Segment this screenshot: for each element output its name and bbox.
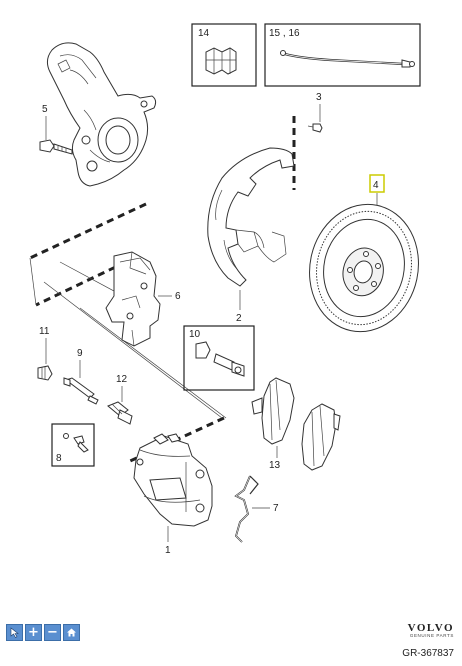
callout-6: 6 bbox=[175, 291, 181, 302]
brand-logo-text: VOLVO bbox=[407, 622, 454, 634]
cursor-icon bbox=[10, 627, 19, 638]
part-7[interactable]: 7 bbox=[234, 475, 279, 543]
caliper-bracket-part-6 bbox=[105, 251, 161, 347]
part-1[interactable]: 1 bbox=[133, 433, 213, 556]
viewer-toolbar: + − bbox=[6, 624, 80, 641]
guide-bolt-part-9 bbox=[63, 377, 99, 405]
part-4[interactable]: 4 bbox=[298, 174, 430, 342]
select-tool-button[interactable] bbox=[6, 624, 23, 641]
brake-caliper-part-1 bbox=[133, 433, 213, 527]
part-15-16-box[interactable]: 15 , 16 bbox=[264, 23, 421, 87]
callout-7: 7 bbox=[273, 503, 279, 514]
part-9[interactable]: 9 bbox=[63, 348, 99, 405]
callout-12: 12 bbox=[116, 374, 128, 385]
callout-1: 1 bbox=[165, 545, 171, 556]
wear-sensor-part-15-16 bbox=[280, 50, 415, 68]
part-3[interactable]: 3 bbox=[307, 92, 323, 133]
home-button[interactable] bbox=[63, 624, 80, 641]
part-10-box[interactable]: 10 bbox=[183, 325, 255, 391]
bushing-part-12 bbox=[107, 401, 133, 425]
anti-rattle-spring-part-7 bbox=[234, 475, 259, 543]
part-6[interactable]: 6 bbox=[105, 251, 181, 347]
minus-icon: − bbox=[47, 625, 58, 640]
steering-knuckle bbox=[46, 42, 157, 187]
callout-3: 3 bbox=[316, 92, 322, 103]
brand-subtitle: GENUINE PARTS bbox=[409, 633, 454, 638]
callout-4: 4 bbox=[373, 180, 379, 191]
plus-icon: + bbox=[28, 625, 39, 640]
dust-cap-part-11 bbox=[37, 365, 53, 381]
callout-15-16: 15 , 16 bbox=[269, 28, 300, 39]
guide-pin-part-10 bbox=[195, 341, 245, 377]
callout-10: 10 bbox=[189, 329, 201, 340]
zoom-in-button[interactable]: + bbox=[25, 624, 42, 641]
callout-5: 5 bbox=[42, 104, 48, 115]
callout-13: 13 bbox=[269, 460, 281, 471]
part-11[interactable]: 11 bbox=[37, 326, 53, 381]
callout-9: 9 bbox=[77, 348, 83, 359]
brake-pads-part-13 bbox=[251, 377, 341, 471]
callout-14: 14 bbox=[198, 28, 210, 39]
home-icon bbox=[67, 628, 76, 637]
bleeder-valve-part-8 bbox=[63, 433, 89, 453]
callout-2: 2 bbox=[236, 313, 242, 324]
part-2[interactable]: 2 bbox=[207, 147, 295, 324]
part-14-box[interactable]: 14 bbox=[191, 23, 257, 87]
screw-part-3 bbox=[307, 123, 323, 133]
bolt-part-5 bbox=[39, 139, 73, 155]
volvo-brand-logo: VOLVO GENUINE PARTS bbox=[408, 622, 454, 638]
part-12[interactable]: 12 bbox=[107, 374, 133, 425]
callout-11: 11 bbox=[39, 326, 50, 337]
callout-8: 8 bbox=[56, 453, 62, 464]
zoom-out-button[interactable]: − bbox=[44, 624, 61, 641]
part-8-box[interactable]: 8 bbox=[51, 423, 95, 467]
splash-shield-part-2 bbox=[207, 147, 295, 287]
part-13[interactable]: 13 bbox=[251, 377, 341, 471]
brake-parts-diagram: 14 15 , 16 3 5 bbox=[29, 23, 430, 556]
clip-part-14 bbox=[205, 47, 237, 75]
diagram-reference-code: GR-367837 bbox=[402, 648, 454, 659]
brake-disc-part-4 bbox=[309, 203, 419, 333]
part-5[interactable]: 5 bbox=[39, 104, 73, 155]
